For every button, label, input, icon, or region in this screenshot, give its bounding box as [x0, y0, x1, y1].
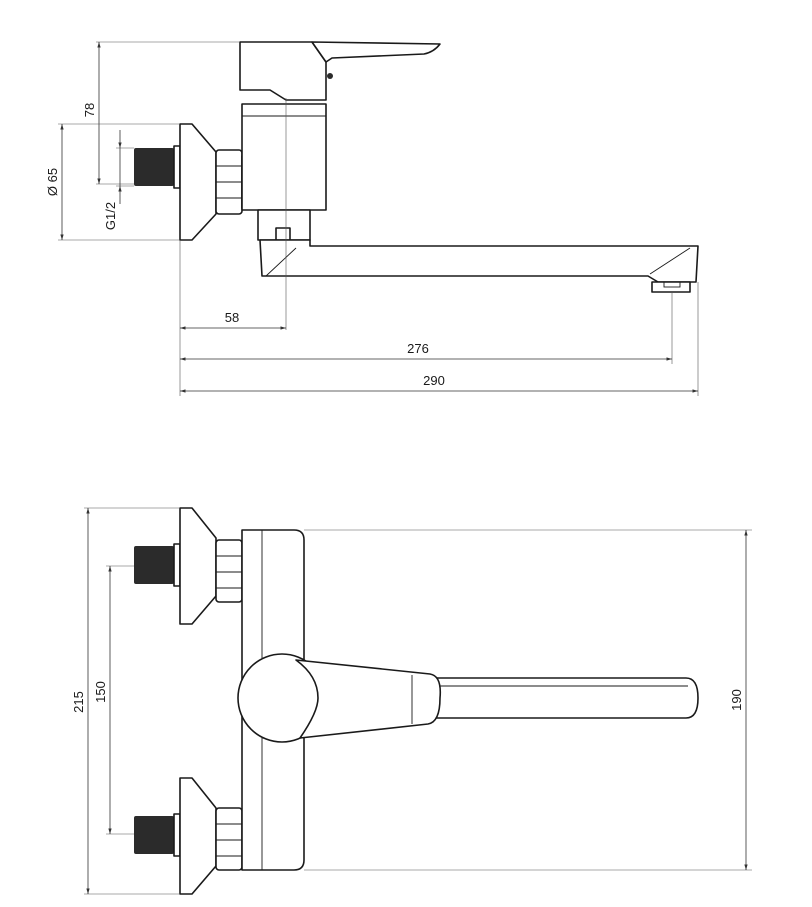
label-190: 190	[729, 689, 744, 711]
top-view: 215 150 190	[71, 507, 752, 895]
side-handle-base	[239, 41, 327, 101]
label-290: 290	[423, 373, 445, 388]
label-78: 78	[82, 103, 97, 117]
label-215: 215	[71, 691, 86, 713]
side-body	[241, 103, 327, 211]
top-lever	[295, 659, 442, 739]
top-spout	[435, 677, 699, 719]
side-spout-collar	[257, 209, 311, 241]
label-diameter-65: Ø 65	[45, 168, 60, 196]
dim-78	[96, 41, 240, 185]
side-aerator	[651, 281, 691, 293]
side-wall-flange	[179, 123, 217, 241]
label-276: 276	[407, 341, 429, 356]
side-inlet-thread	[134, 145, 181, 189]
label-58: 58	[225, 310, 239, 325]
dim-65	[58, 123, 180, 241]
side-hex-nut	[215, 149, 243, 215]
dim-190	[304, 529, 752, 871]
dim-150	[106, 565, 134, 835]
top-inlet-lower	[134, 777, 243, 895]
label-150: 150	[93, 681, 108, 703]
dim-g12	[116, 130, 134, 204]
label-g12: G1/2	[103, 202, 118, 230]
side-spout	[259, 239, 699, 283]
top-inlet-upper	[134, 507, 243, 625]
side-view: 78 Ø 65 G1/2 58 276 290	[45, 41, 699, 396]
side-lever	[311, 41, 441, 63]
dim-215	[84, 507, 180, 895]
